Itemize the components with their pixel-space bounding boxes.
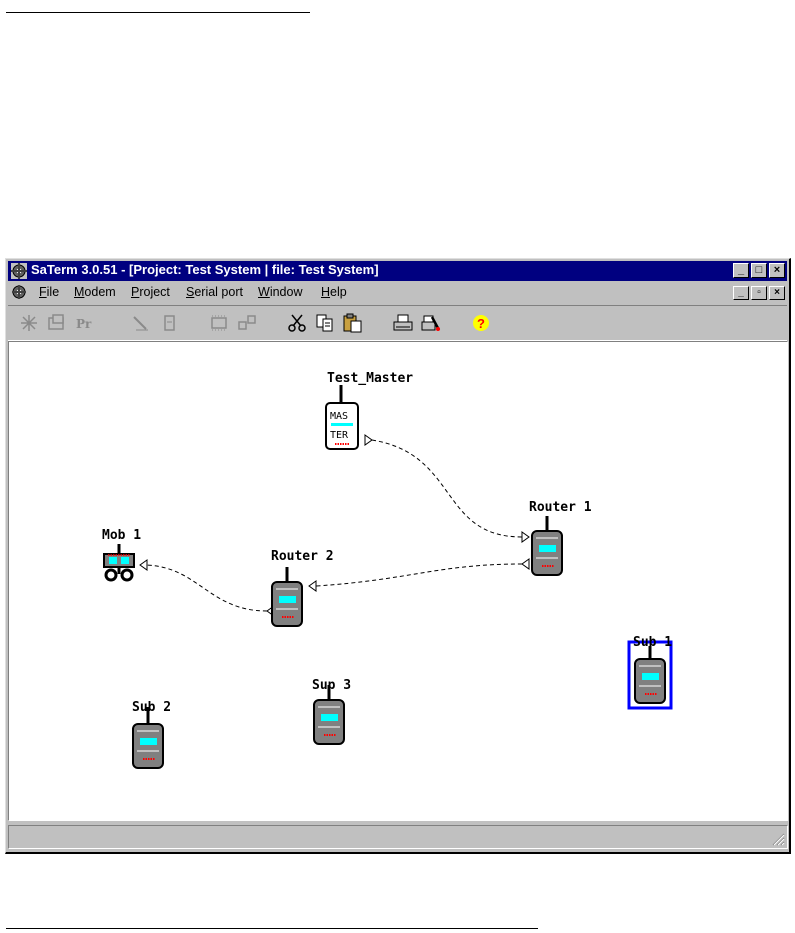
menu-modem-rest: odem	[84, 285, 115, 299]
menu-bar: File Modem Project Serial port Window He…	[8, 282, 787, 302]
bottom-rule	[6, 928, 538, 929]
menu-file-rest: ile	[47, 285, 60, 299]
menu-help-key: H	[321, 285, 330, 299]
status-bar	[8, 825, 788, 849]
pencil-icon[interactable]	[130, 313, 152, 333]
menu-serial-port-rest: erial port	[194, 285, 243, 299]
help-icon-text: ?	[477, 316, 485, 331]
arrow-master-out	[365, 435, 372, 445]
node-sub-1[interactable]	[629, 642, 671, 708]
node-sup-3[interactable]	[314, 685, 344, 744]
label-test-master: Test_Master	[327, 371, 413, 386]
node-sub-2[interactable]	[133, 707, 163, 768]
link-router1-router2	[316, 564, 522, 586]
node-test-master[interactable]: MAS TER	[326, 385, 358, 449]
menu-help[interactable]: Help	[321, 285, 347, 299]
resize-grip-icon[interactable]	[771, 832, 785, 846]
minimize-button[interactable]: _	[733, 263, 749, 278]
arrow-router2-in	[309, 581, 316, 591]
menu-window-key: W	[258, 285, 270, 299]
menu-modem[interactable]: Modem	[74, 285, 116, 299]
top-rule	[6, 12, 310, 13]
window-title: SaTerm 3.0.51 - [Project: Test System | …	[31, 262, 379, 277]
label-router-1: Router 1	[529, 500, 592, 515]
cut-icon[interactable]	[286, 313, 308, 333]
paste-icon[interactable]	[342, 313, 364, 333]
node-router-2[interactable]	[272, 567, 302, 626]
label-router-2: Router 2	[271, 549, 334, 564]
menu-window-rest: indow	[270, 285, 303, 299]
chip-icon[interactable]	[208, 313, 230, 333]
node-router-1[interactable]	[532, 516, 562, 575]
network-icon[interactable]	[236, 313, 258, 333]
menu-modem-key: M	[74, 285, 84, 299]
network-canvas[interactable]: MAS TER	[8, 341, 788, 821]
node-mob-1[interactable]	[104, 544, 134, 580]
copy-icon[interactable]	[314, 313, 336, 333]
pr-icon[interactable]: Pr	[74, 313, 96, 333]
arrow-mob1-in	[140, 560, 147, 570]
link-layer: MAS TER	[9, 342, 787, 820]
arrow-router1-in	[522, 532, 529, 542]
maximize-button[interactable]: □	[751, 263, 767, 278]
burst-icon[interactable]	[18, 313, 40, 333]
clipboard-icon[interactable]	[158, 313, 180, 333]
link-master-router1	[372, 440, 522, 537]
mdi-close-button[interactable]: ×	[769, 286, 785, 300]
mdi-minimize-button[interactable]: _	[733, 286, 749, 300]
mdi-restore-button[interactable]: ▫	[751, 286, 767, 300]
document-gear-icon[interactable]	[11, 284, 27, 300]
label-mob-1: Mob 1	[102, 528, 141, 543]
master-screen-line2: TER	[330, 430, 349, 441]
arrow-router1-out	[522, 559, 529, 569]
menu-project-rest: roject	[139, 285, 170, 299]
master-screen-line1: MAS	[330, 411, 348, 422]
close-button[interactable]: ×	[769, 263, 785, 278]
pr-icon-text: Pr	[76, 317, 92, 331]
print-icon[interactable]	[392, 313, 414, 333]
label-sub-2: Sub 2	[132, 700, 171, 715]
menu-help-rest: elp	[330, 285, 347, 299]
modem-config-icon[interactable]	[46, 313, 68, 333]
toolbar: Pr	[8, 305, 787, 341]
menu-file-key: F	[39, 285, 47, 299]
app-gear-icon	[11, 263, 27, 279]
link-router2-mob1	[146, 565, 267, 611]
title-bar[interactable]: SaTerm 3.0.51 - [Project: Test System | …	[8, 261, 787, 281]
label-sub-1: Sub 1	[633, 635, 672, 650]
menu-serial-port[interactable]: Serial port	[186, 285, 243, 299]
menu-project[interactable]: Project	[131, 285, 170, 299]
print-setup-icon[interactable]	[420, 313, 442, 333]
app-window: SaTerm 3.0.51 - [Project: Test System | …	[5, 258, 791, 854]
menu-file[interactable]: File	[39, 285, 59, 299]
help-icon[interactable]: ?	[470, 313, 492, 333]
menu-window[interactable]: Window	[258, 285, 302, 299]
label-sup-3: Sup 3	[312, 678, 351, 693]
